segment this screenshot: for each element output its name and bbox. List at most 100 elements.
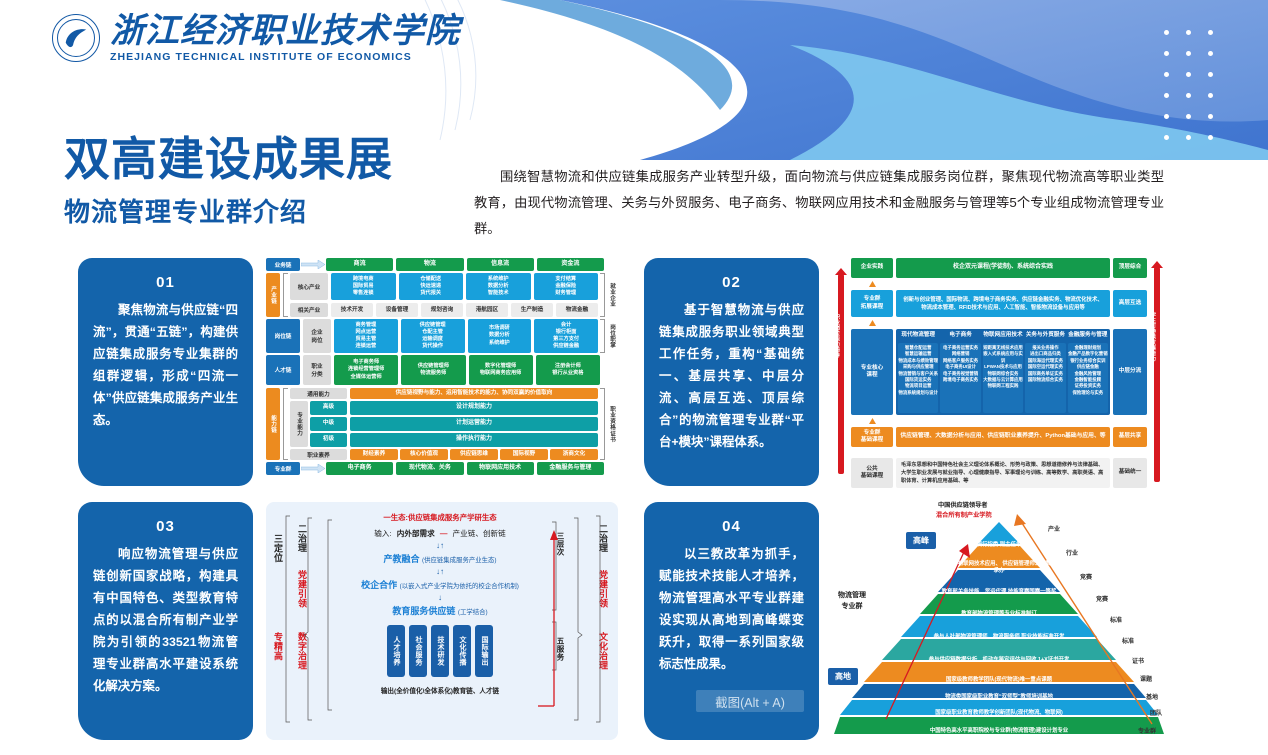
d1-right-label-employer: 就业企业 (606, 273, 618, 317)
d3-right-bracket-0: 二治理 (598, 524, 608, 553)
d2-core-col-1: 电子商务运营实务 网络营销 网络客户服务实务 电子商务UI设计 电子商务视觉营销… (940, 343, 981, 413)
d1-core-1: 仓储配送 快运速递 货代报关 (398, 273, 463, 301)
d2-row3-label: 专业群 基础课程 (851, 427, 893, 447)
d1-literacy-4: 浙商文化 (550, 449, 598, 460)
d1-ability-design: 设计规划能力 (350, 401, 598, 415)
d3-service-2: 技术研发 (431, 625, 449, 677)
d2-row0-label: 企业实践 (851, 258, 893, 278)
d2-row0-content: 校企双元课程(学徒制)、系统综合实践 (896, 258, 1110, 278)
d4-tier-3: 教育部物流管理等专业标准制订 (961, 610, 1037, 617)
screenshot-hint-overlay: 截图(Alt + A) (696, 690, 804, 712)
diagram-01-industry-chain: 业务链 商流 物流 信息流 资金流 产业链 核心产业 相关产业 跨境电商 国际 (266, 258, 618, 486)
card-01-number: 01 (156, 274, 175, 291)
d1-rel-3: 港航园区 (466, 303, 508, 317)
d1-rel-1: 设备管理 (376, 303, 418, 317)
d4-tier-0: 物流行指委 副主任单位 (971, 541, 1027, 548)
d3-left-inner-1: 数字治理 (297, 632, 307, 670)
d3-service-1: 社会服务 (409, 625, 427, 677)
d4-base-badge: 高地 (828, 668, 858, 685)
card-04-text: 以三教改革为抓手，赋能技术技能人才培养，物流管理高水平专业群建设实现从高地到高峰… (659, 547, 804, 671)
logo-chinese-name: 浙江经济职业技术学院 (110, 11, 460, 51)
d1-literacy-0: 财经素养 (350, 449, 398, 460)
seal-icon (52, 14, 100, 63)
d2-row1-label: 专业群 拓展课程 (851, 290, 893, 317)
card-01-text: 聚焦物流与供应链“四流”，贯通“五链”，构建供应链集成服务专业集群的组群逻辑，形… (93, 303, 238, 427)
d4-axis-3: 竞赛 (1096, 597, 1109, 603)
d1-row-4-label: 通用能力 (290, 388, 347, 399)
arrow-up-icon-3 (851, 418, 893, 424)
d2-row0-tag: 顶层综合 (1113, 258, 1147, 278)
d1-post-0: 商务管理 网点运营 贸易主管 连锁运营 (334, 319, 398, 353)
d3-input-1: 产业链、创新链 (452, 529, 506, 538)
card-04: 04 以三教改革为抓手，赋能技术技能人才培养，物流管理高水平专业群建设实现从高地… (644, 502, 819, 740)
d3-left-bracket-2: 专精高 (273, 632, 283, 661)
d3-input-0: 内外部需求 (396, 529, 435, 538)
d1-core-0: 跨境电商 国际贸易 零售连锁 (331, 273, 396, 301)
d4-axis-8: 基地 (1146, 695, 1159, 701)
d4-tier-9: 中国特色高水平高职院校与专业群(物流管理)建设计划专业 (929, 727, 1069, 734)
d1-flow-3: 资金流 (536, 258, 604, 271)
d3-level-1-note: (以嵌入式产业学院为依托的校企合作机制) (399, 583, 519, 590)
d2-row2-tag: 中层分流 (1113, 329, 1147, 415)
d1-post-2: 市场调研 数据分析 系统维护 (467, 319, 532, 353)
d4-axis-10: 专业群 (1138, 729, 1157, 735)
d1-major-3: 金融服务与管理 (536, 462, 604, 475)
d1-literacy-3: 国际视野 (500, 449, 548, 460)
d3-left-bracket-0: 三定位 (273, 534, 283, 563)
d4-axis-7: 课题 (1140, 677, 1153, 683)
d1-talent-1: 供应链管理师 物流服务师 (401, 355, 466, 385)
d4-axis-2: 竞赛 (1080, 575, 1093, 581)
d4-axis-4: 标准 (1110, 618, 1123, 624)
d4-tier-2: 教育部关务技能、货运代理 技能竞赛国赛一等奖 (941, 588, 1057, 595)
d1-label-talent-chain: 人才链 (266, 355, 300, 385)
d1-rel-2: 规划咨询 (421, 303, 463, 317)
page-title: 双高建设成果展 (64, 132, 393, 186)
d1-ability-group-label: 专业能力 (290, 401, 308, 447)
d2-major-3: 关务与外贸服务 (1025, 332, 1065, 339)
d1-literacy-2: 供应链思维 (450, 449, 498, 460)
d1-talent-2: 数字化管理师 物联网商务应用师 (468, 355, 533, 385)
d4-pyramid-shape (834, 514, 1164, 734)
diagram-04-achievements: 中国供应链领导者 混合所有制产业学院 (828, 500, 1164, 745)
institution-logo: 浙江经济职业技术学院 ZHEJIANG TECHNICAL INSTITUTE … (52, 14, 460, 63)
intro-paragraph: 围绕智慧物流和供应链集成服务产业转型升级，面向物流与供应链集成服务岗位群，聚焦现… (474, 169, 1164, 236)
d1-post-1: 供应链管理 仓配主管 运输调度 货代操作 (400, 319, 465, 353)
card-03-number: 03 (156, 518, 175, 535)
d1-post-3: 会计 银行柜面 第三方支付 供应链金融 (534, 319, 598, 353)
d1-label-industry-chain: 产业链 (266, 273, 280, 317)
card-03-text: 响应物流管理与供应链创新国家战略，构建具有中国特色、类型教育特点的以混合所有制产… (93, 547, 238, 693)
d4-axis-9: 团队 (1150, 711, 1163, 717)
card-02: 02 基于智慧物流与供应链集成服务职业领域典型工作任务，重构“基础统一、基层共享… (644, 258, 819, 486)
dot-grid-decoration (1164, 30, 1230, 156)
d3-right-inner-1: 文化治理 (598, 632, 608, 670)
d1-row-1-label: 相关产业 (290, 303, 328, 317)
d2-core-col-2: 短距离无线技术应用 嵌入式系统应用与实训 LPWAN技术与应用 物联网综合实务 … (982, 343, 1024, 413)
decorative-banner (0, 0, 1268, 160)
d4-tier-4: 参与人社部物流管理师、物流服务师 职业技能标准开发 (933, 633, 1065, 640)
d2-core-col-4: 金融理财规划 金融产品数字化营销 银行业务综合实训 供应链金融 金融风险管理 金… (1067, 343, 1109, 413)
d1-flow-1: 物流 (396, 258, 464, 271)
arrow-right-icon (300, 258, 326, 271)
d1-level-high: 高级 (310, 401, 347, 415)
d2-row1-tag: 高层互选 (1113, 290, 1147, 317)
d1-level-mid: 中级 (310, 417, 347, 431)
d1-major-1: 现代物流、关务 (396, 462, 464, 475)
arrow-up-icon-2 (851, 320, 893, 326)
d4-peak-badge: 高峰 (906, 532, 936, 549)
d3-input-label: 输入: (374, 529, 392, 538)
d1-right-label-duty: 岗位职掌 (609, 323, 615, 349)
d1-flow-0: 商流 (326, 258, 394, 271)
d3-left-bracket-1: 二治理 (297, 524, 307, 553)
d4-apex-0: 中国供应链领导者 (938, 502, 988, 509)
d1-literacy-1: 核心价值观 (400, 449, 448, 460)
d1-label-ability-chain: 能力链 (266, 388, 280, 460)
d2-row4-tag: 基础统一 (1113, 458, 1147, 488)
d1-label-major-group: 专业群 (266, 462, 300, 475)
d1-row-8-label: 职业素养 (290, 449, 347, 460)
d3-output-text: 输出(全价值化\全体系化)教育链、人才链 (380, 688, 500, 695)
d1-level-low: 初级 (310, 433, 347, 447)
d1-core-3: 支付结算 金融保险 财务管理 (533, 273, 598, 301)
d1-right-label-cert: 职业资格证书 (609, 405, 615, 443)
d4-axis-6: 证书 (1132, 659, 1145, 665)
